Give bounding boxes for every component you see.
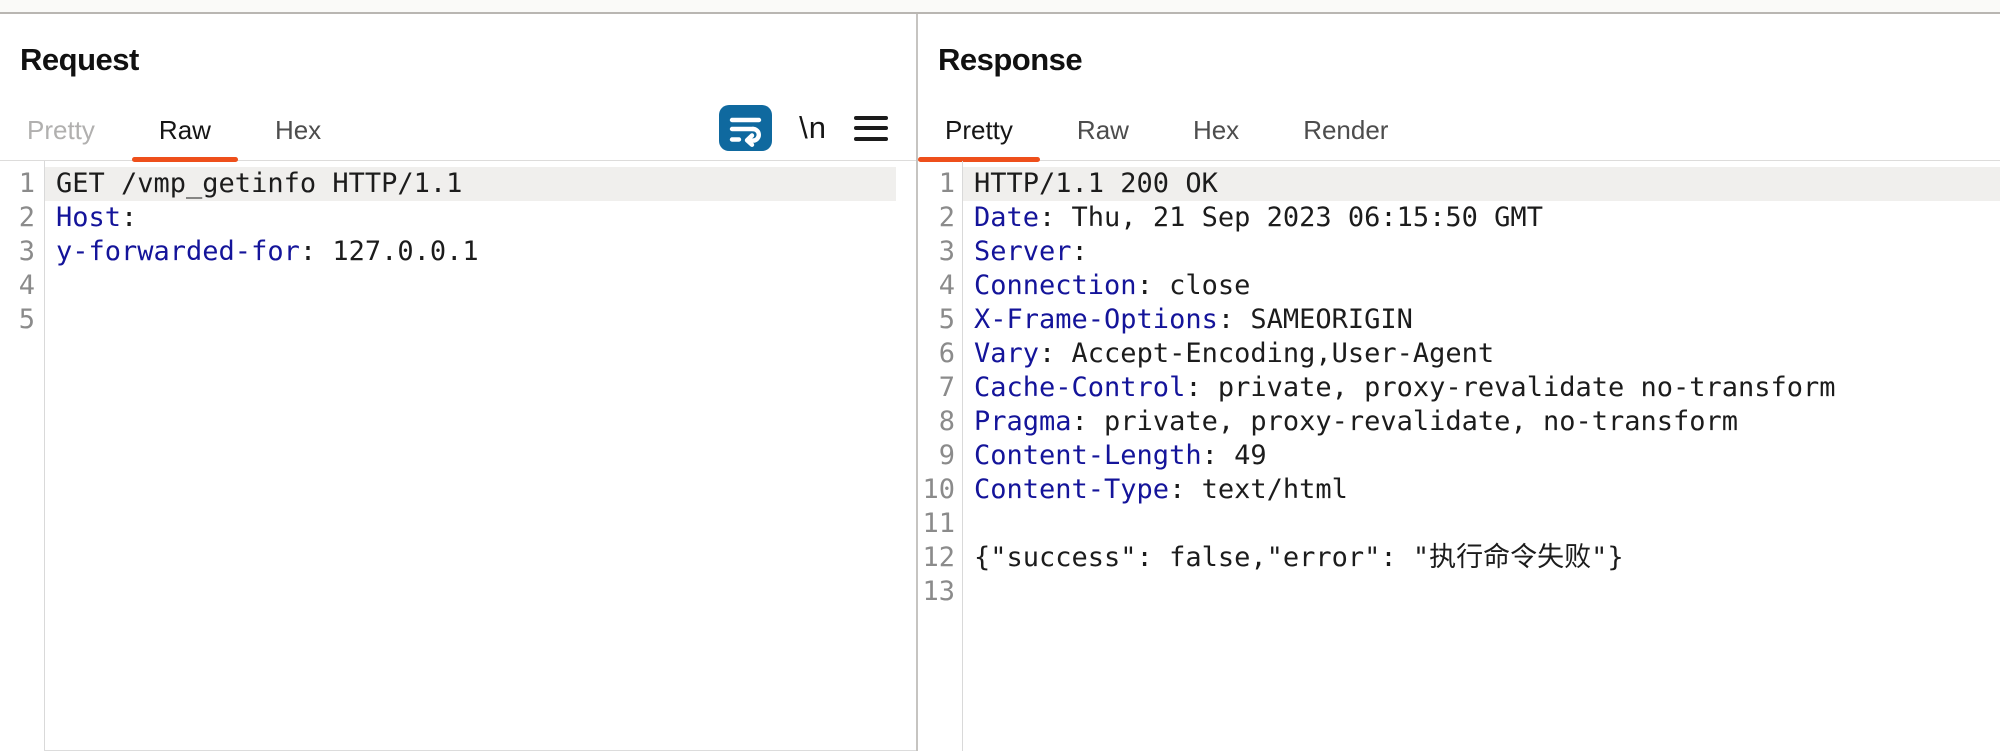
code-text[interactable]: Cache-Control: private, proxy-revalidate… bbox=[974, 372, 1836, 403]
code-line[interactable]: 4 Connection: close bbox=[918, 269, 2000, 303]
panel-resize-divider[interactable] bbox=[916, 14, 918, 751]
code-text[interactable]: Content-Length: 49 bbox=[974, 440, 1267, 471]
response-tab-bar: Pretty Raw Hex Render bbox=[918, 104, 2000, 162]
newline-toggle-button[interactable]: \n bbox=[799, 110, 827, 145]
code-text[interactable]: Pragma: private, proxy-revalidate, no-tr… bbox=[974, 406, 1739, 437]
code-line[interactable]: 2 Host: bbox=[0, 201, 896, 235]
code-line[interactable]: 3 Server: bbox=[918, 235, 2000, 269]
code-line[interactable]: 5 X-Frame-Options: SAMEORIGIN bbox=[918, 303, 2000, 337]
line-number: 5 bbox=[938, 304, 955, 335]
request-editor-bottom-edge bbox=[44, 750, 916, 751]
line-number: 2 bbox=[938, 202, 955, 233]
request-tab-pretty[interactable]: Pretty bbox=[27, 115, 95, 145]
header-name: Host bbox=[56, 202, 122, 233]
code-line[interactable]: 7 Cache-Control: private, proxy-revalidat… bbox=[918, 371, 2000, 405]
header-name: Cache-Control bbox=[974, 372, 1186, 403]
header-name: Date bbox=[974, 202, 1040, 233]
line-number: 6 bbox=[938, 338, 955, 369]
code-line[interactable]: 5 bbox=[0, 303, 896, 337]
code-text[interactable]: Server: bbox=[974, 236, 1088, 267]
response-tab-raw[interactable]: Raw bbox=[1076, 115, 1129, 145]
code-text[interactable] bbox=[962, 575, 2000, 609]
line-number: 9 bbox=[938, 440, 955, 471]
request-code-lines: 1 GET /vmp_getinfo HTTP/1.1 2 Host: 3 y-forwa… bbox=[0, 167, 916, 337]
response-tab-render[interactable]: Render bbox=[1303, 115, 1389, 145]
line-number: 1 bbox=[18, 168, 35, 199]
code-text[interactable]: X-Frame-Options: SAMEORIGIN bbox=[974, 304, 1413, 335]
line-number: 4 bbox=[18, 270, 35, 301]
wrap-lines-button[interactable] bbox=[719, 105, 773, 151]
code-text[interactable]: {"success": false,"error": "执行命令失败"} bbox=[974, 542, 1624, 573]
code-line[interactable]: 6 Vary: Accept-Encoding,User-Agent bbox=[918, 337, 2000, 371]
line-number: 2 bbox=[18, 202, 35, 233]
code-text[interactable]: Connection: close bbox=[974, 270, 1251, 301]
code-text[interactable]: HTTP/1.1 200 OK bbox=[962, 167, 2000, 201]
code-text[interactable]: Vary: Accept-Encoding,User-Agent bbox=[974, 338, 1495, 369]
code-text[interactable]: Content-Type: text/html bbox=[974, 474, 1348, 505]
code-text[interactable] bbox=[962, 507, 2000, 541]
request-gutter-divider bbox=[44, 161, 45, 751]
line-number: 12 bbox=[922, 542, 955, 573]
request-tab-raw[interactable]: Raw bbox=[131, 115, 238, 162]
message-editor-split: Request Pretty Raw Hex bbox=[0, 14, 2000, 751]
request-editor[interactable]: 1 GET /vmp_getinfo HTTP/1.1 2 Host: 3 y-forwa… bbox=[0, 161, 916, 751]
response-tab-pretty[interactable]: Pretty bbox=[918, 115, 1040, 162]
line-number: 13 bbox=[922, 576, 955, 607]
request-panel: Request Pretty Raw Hex bbox=[0, 14, 916, 751]
code-line[interactable]: 1 GET /vmp_getinfo HTTP/1.1 bbox=[0, 167, 896, 201]
code-line[interactable]: 4 bbox=[0, 269, 896, 303]
code-text[interactable]: GET /vmp_getinfo HTTP/1.1 bbox=[44, 167, 896, 201]
header-name: Content-Type bbox=[974, 474, 1170, 505]
header-name: Content-Length bbox=[974, 440, 1202, 471]
code-line[interactable]: 12 {"success": false,"error": "执行命令失败"} bbox=[918, 541, 2000, 575]
code-line[interactable]: 11 bbox=[918, 507, 2000, 541]
line-number: 5 bbox=[18, 304, 35, 335]
header-name: y-forwarded-for bbox=[56, 236, 300, 267]
request-panel-title: Request bbox=[20, 42, 139, 77]
code-text[interactable] bbox=[44, 303, 896, 337]
line-number: 3 bbox=[938, 236, 955, 267]
response-panel-title: Response bbox=[938, 42, 1083, 77]
code-line[interactable]: 9 Content-Length: 49 bbox=[918, 439, 2000, 473]
editor-menu-button[interactable] bbox=[854, 115, 888, 142]
response-gutter-divider bbox=[962, 161, 963, 751]
code-line[interactable]: 8 Pragma: private, proxy-revalidate, no-t… bbox=[918, 405, 2000, 439]
code-line[interactable]: 10 Content-Type: text/html bbox=[918, 473, 2000, 507]
header-name: Pragma bbox=[974, 406, 1072, 437]
top-border bbox=[0, 0, 2000, 14]
code-line[interactable]: 3 y-forwarded-for: 127.0.0.1 bbox=[0, 235, 896, 269]
request-tab-hex[interactable]: Hex bbox=[274, 115, 322, 145]
code-text[interactable]: Date: Thu, 21 Sep 2023 06:15:50 GMT bbox=[974, 202, 1543, 233]
code-text[interactable]: y-forwarded-for: 127.0.0.1 bbox=[56, 236, 479, 267]
code-text[interactable] bbox=[44, 269, 896, 303]
header-name: X-Frame-Options bbox=[974, 304, 1218, 335]
header-name: Connection bbox=[974, 270, 1137, 301]
request-editor-toolbar: \n bbox=[719, 105, 888, 151]
line-number: 7 bbox=[938, 372, 955, 403]
word-wrap-icon bbox=[729, 117, 762, 147]
line-number: 8 bbox=[938, 406, 955, 437]
line-number: 10 bbox=[922, 474, 955, 505]
line-number: 3 bbox=[18, 236, 35, 267]
line-number: 11 bbox=[922, 508, 955, 539]
response-tab-hex[interactable]: Hex bbox=[1192, 115, 1240, 145]
header-name: Server bbox=[974, 236, 1072, 267]
line-number: 1 bbox=[938, 168, 955, 199]
code-line[interactable]: 13 bbox=[918, 575, 2000, 609]
code-line[interactable]: 2 Date: Thu, 21 Sep 2023 06:15:50 GMT bbox=[918, 201, 2000, 235]
header-name: Vary bbox=[974, 338, 1040, 369]
request-tab-bar: Pretty Raw Hex \n bbox=[0, 104, 916, 162]
code-text[interactable]: Host: bbox=[56, 202, 138, 233]
line-number: 4 bbox=[938, 270, 955, 301]
